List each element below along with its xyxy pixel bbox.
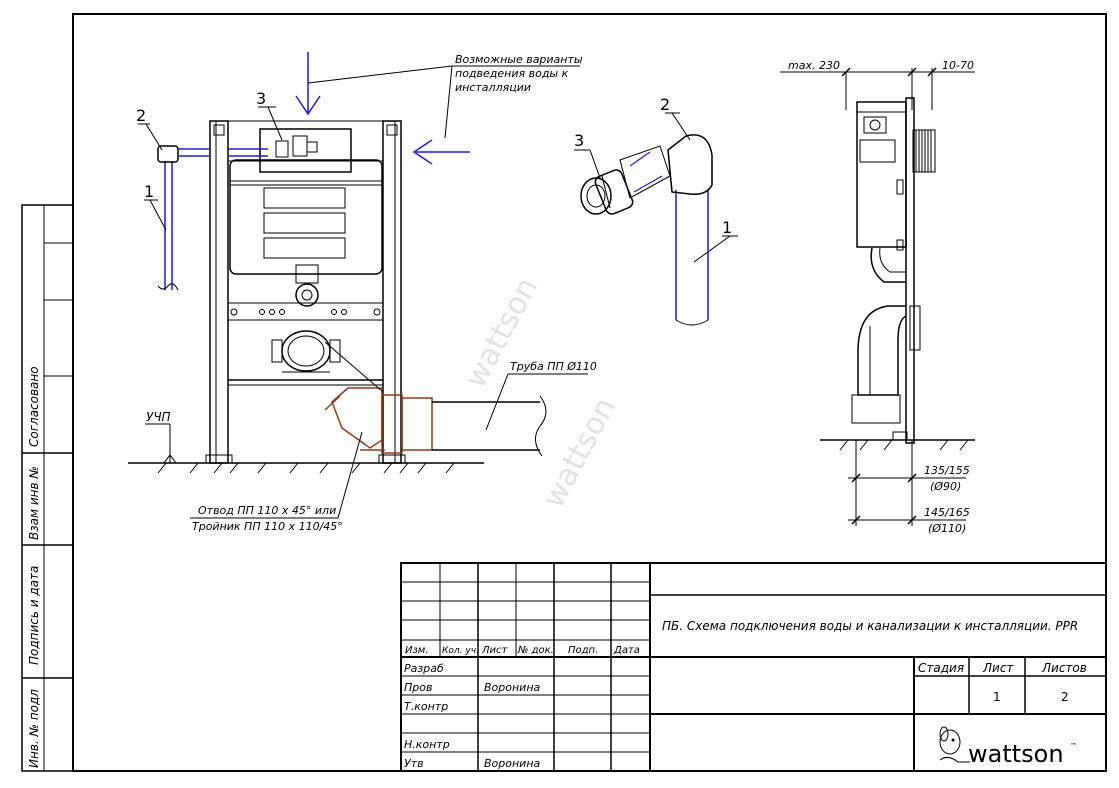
logo-tm: ™ — [1070, 742, 1077, 750]
watermark-1: wattson — [458, 272, 545, 394]
title-block: Изм. Кол. уч. Лист № док. Подп. Дата Раз… — [400, 562, 1107, 772]
front-view: УЧП — [128, 52, 597, 533]
hdr-podp: Подп. — [568, 645, 598, 656]
hdr-doc: № док. — [517, 645, 554, 656]
sheets-value: 2 — [1061, 690, 1069, 704]
detail-pos-3: 3 — [574, 131, 584, 150]
side-inv-orig: Инв. № подл — [27, 689, 41, 768]
side-sign-date: Подпись и дата — [27, 566, 41, 665]
hdr-date: Дата — [613, 645, 640, 656]
callout-supply-2: подведения воды к — [455, 67, 569, 80]
detail-pos-1: 1 — [722, 218, 732, 237]
drawing-title: ПБ. Схема подключения воды и канализации… — [662, 619, 1078, 633]
sheet-label: Лист — [982, 661, 1014, 675]
side-replace-inv: Взам инв № — [27, 466, 41, 540]
pos-2: 2 — [136, 106, 146, 125]
checked-by: Воронина — [484, 681, 541, 694]
detail-pos-2: 2 — [660, 95, 670, 114]
dim-d90-b: (Ø90) — [930, 480, 961, 493]
callout-elbow-2: Тройник ПП 110 х 110/45° — [192, 520, 343, 533]
wattson-logo: wattson ™ — [939, 726, 1077, 768]
watermarks: wattson wattson — [458, 272, 623, 514]
callout-supply-3: инсталляции — [455, 81, 531, 94]
detail-view: 3 2 1 — [574, 95, 738, 326]
pos-1: 1 — [144, 182, 154, 201]
role-tkontr: Т.контр — [404, 700, 448, 713]
pos-3: 3 — [256, 89, 266, 108]
hdr-kol: Кол. уч. — [442, 646, 479, 656]
dog-icon — [939, 726, 970, 763]
logo-text: wattson — [968, 740, 1064, 768]
sheet-value: 1 — [993, 690, 1001, 704]
hdr-list: Лист — [481, 645, 509, 656]
role-razrab: Разраб — [404, 662, 444, 675]
side-stamp: Согласовано Взам инв № Подпись и дата Ин… — [21, 204, 74, 772]
callout-pipe: Труба ПП Ø110 — [510, 360, 597, 373]
role-utv: Утв — [404, 757, 424, 770]
side-view: max. 230 10-70 135/155 (Ø90) 145/165 — [780, 59, 975, 535]
approved-by: Воронина — [484, 757, 541, 770]
callout-supply-1: Возможные варианты — [455, 53, 583, 66]
side-agreed: Согласовано — [27, 366, 41, 447]
dim-d90-a: 135/155 — [924, 464, 970, 477]
dim-range: 10-70 — [942, 59, 974, 72]
floor-mark: УЧП — [146, 410, 171, 424]
hdr-izm: Изм. — [405, 645, 429, 656]
stage-label: Стадия — [918, 661, 964, 675]
role-prov: Пров — [404, 681, 432, 694]
role-nkontr: Н.контр — [404, 738, 450, 751]
sheets-label: Листов — [1041, 661, 1087, 675]
watermark-2: wattson — [536, 392, 623, 514]
dim-d110-a: 145/165 — [924, 506, 970, 519]
callout-elbow-1: Отвод ПП 110 х 45° или — [198, 504, 336, 517]
dim-max: max. 230 — [788, 59, 840, 72]
dim-d110-b: (Ø110) — [928, 522, 966, 535]
